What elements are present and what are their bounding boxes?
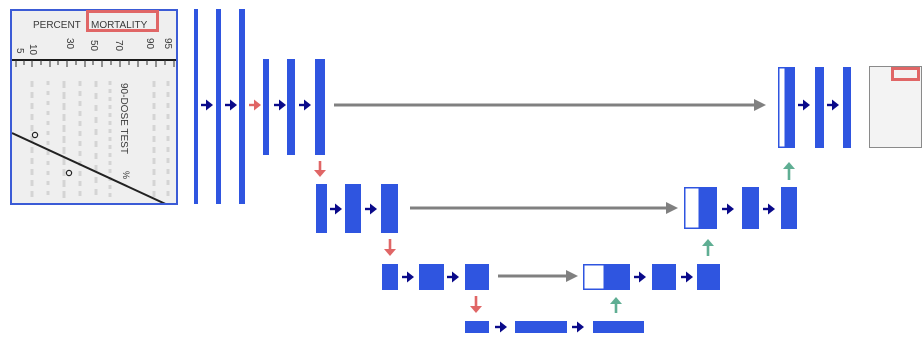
- downsample-arrow-head: [254, 99, 261, 111]
- conv-arrow-head: [727, 203, 734, 215]
- data-point: [65, 169, 73, 177]
- svg-text:%: %: [121, 171, 131, 179]
- conv-arrow-head: [370, 203, 377, 215]
- copied-feature-map: [583, 264, 605, 290]
- feature-map-block: [216, 9, 221, 204]
- feature-map-block: [239, 9, 245, 204]
- feature-map-block: [515, 321, 567, 333]
- feature-map-block: [605, 264, 630, 290]
- conv-arrow-head: [803, 99, 810, 111]
- input-image-graphic: PERCENT MORTALITY 5 10 30 50 70 90 95: [12, 11, 176, 203]
- conv-arrow-head: [335, 203, 342, 215]
- downsample-arrow-head: [314, 170, 326, 177]
- feature-map-block: [593, 321, 644, 333]
- feature-map-block: [419, 264, 444, 290]
- feature-map-block: [345, 184, 361, 233]
- input-header-left: PERCENT: [33, 20, 81, 31]
- scale-label: 10: [27, 44, 38, 56]
- upsample-arrow-head: [610, 297, 622, 304]
- feature-map-block: [652, 264, 676, 290]
- feature-map-block: [781, 187, 797, 229]
- skip-connection-head: [566, 270, 578, 282]
- fit-line: [12, 132, 166, 203]
- feature-map-block: [465, 264, 489, 290]
- conv-arrow-head: [686, 271, 693, 283]
- input-header-highlighted: MORTALITY: [91, 20, 148, 31]
- conv-arrow-head: [407, 271, 414, 283]
- output-highlight-box: [891, 67, 920, 81]
- conv-arrow-head: [577, 321, 584, 333]
- conv-arrow-head: [500, 321, 507, 333]
- conv-arrow-head: [279, 99, 286, 111]
- downsample-arrow-head: [384, 249, 396, 256]
- feature-map-block: [815, 67, 824, 148]
- conv-arrow-head: [304, 99, 311, 111]
- scale-label: 70: [113, 40, 124, 52]
- conv-arrow-head: [768, 203, 775, 215]
- feature-map-block: [465, 321, 489, 333]
- input-image: PERCENT MORTALITY 5 10 30 50 70 90 95: [10, 9, 178, 205]
- feature-map-block: [382, 264, 398, 290]
- conv-arrow-head: [206, 99, 213, 111]
- conv-arrow-head: [832, 99, 839, 111]
- feature-map-block: [786, 67, 795, 148]
- feature-map-block: [700, 187, 717, 229]
- data-point: [31, 131, 39, 139]
- feature-map-block: [742, 187, 759, 229]
- skip-connection-head: [666, 202, 678, 214]
- feature-map-block: [316, 184, 327, 233]
- feature-map-block: [381, 184, 398, 233]
- copied-feature-map: [778, 67, 786, 148]
- upsample-arrow-head: [783, 162, 795, 169]
- feature-map-block: [843, 67, 851, 148]
- scale-label: 50: [88, 40, 99, 52]
- copied-feature-map: [684, 187, 700, 229]
- scale-label: 90: [144, 38, 155, 50]
- conv-arrow-head: [230, 99, 237, 111]
- scale-label: 30: [64, 38, 75, 50]
- feature-map-block: [194, 9, 198, 204]
- conv-arrow-head: [639, 271, 646, 283]
- faded-text-columns: [30, 81, 170, 201]
- feature-map-block: [697, 264, 720, 290]
- feature-map-block: [263, 59, 269, 155]
- axis-ticks: [15, 60, 175, 67]
- input-highlight-box: [86, 10, 159, 32]
- feature-map-block: [315, 59, 325, 155]
- scale-labels: 5 10 30 50 70 90 95: [14, 38, 173, 56]
- upsample-arrow-head: [702, 239, 714, 246]
- scale-label: 5: [14, 48, 25, 54]
- skip-connection-head: [754, 99, 766, 111]
- feature-map-block: [287, 59, 295, 155]
- conv-arrow-head: [452, 271, 459, 283]
- downsample-arrow-head: [470, 306, 482, 313]
- scale-label: 95: [162, 38, 173, 50]
- side-label: 90-DOSE TEST: [118, 83, 129, 154]
